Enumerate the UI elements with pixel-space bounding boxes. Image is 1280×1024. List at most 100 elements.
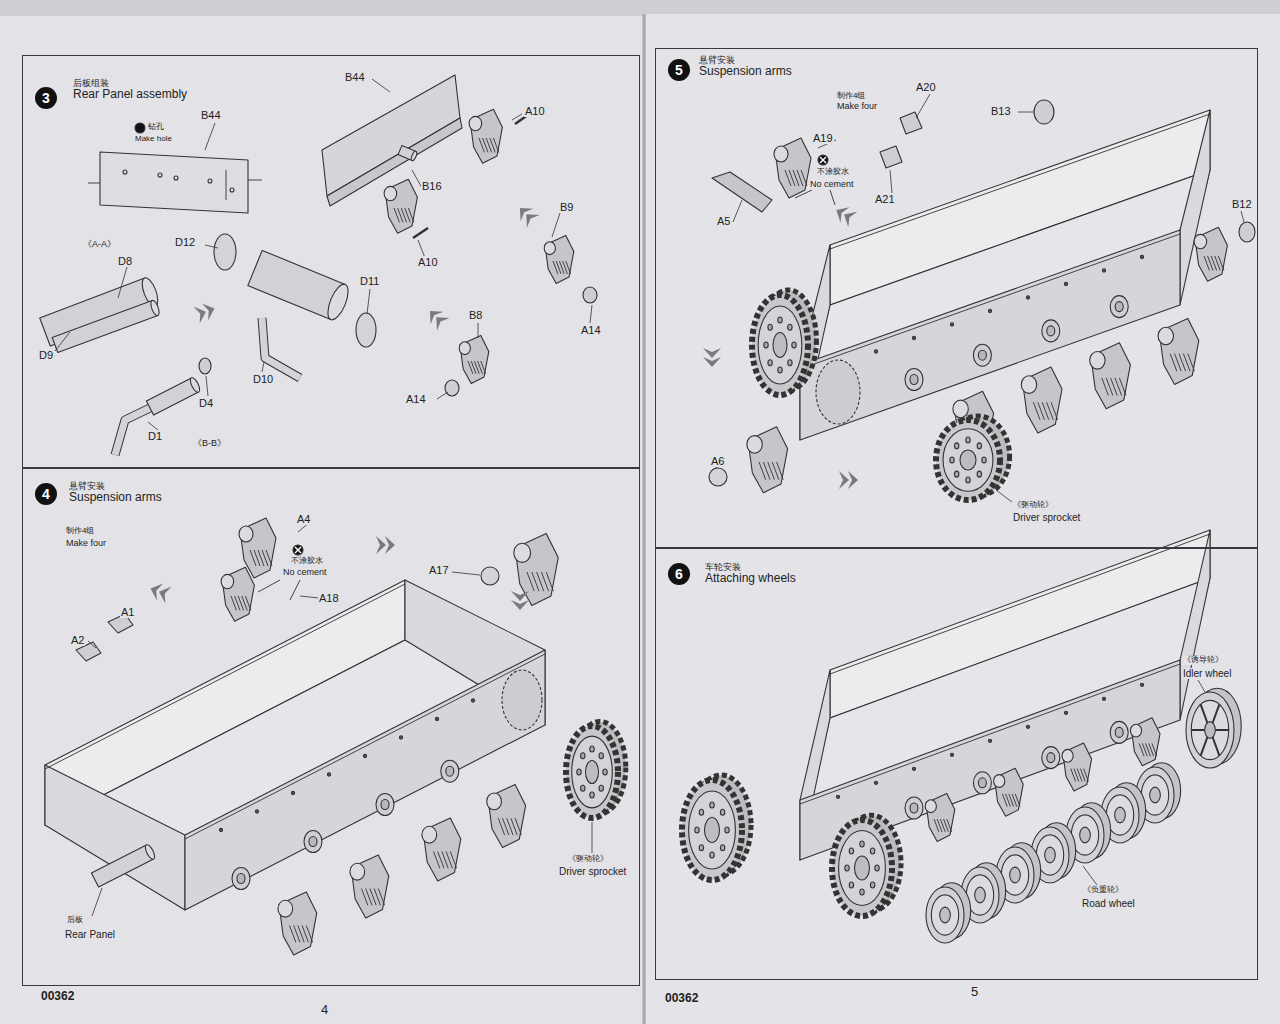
note-text: 《负重轮》 bbox=[1082, 886, 1124, 895]
arm-pivot bbox=[544, 242, 555, 255]
sprocket-hole bbox=[710, 852, 714, 858]
arm-pivot bbox=[384, 186, 397, 200]
hull-rivet bbox=[874, 781, 877, 784]
hull-rivet bbox=[950, 753, 953, 756]
sprocket-ring bbox=[839, 831, 886, 906]
sprocket-hub bbox=[586, 761, 599, 784]
direction-arrow bbox=[839, 471, 858, 489]
wheel-hub bbox=[1080, 827, 1091, 843]
arm-pivot bbox=[953, 400, 968, 418]
note-text: 制作4组 bbox=[65, 527, 95, 536]
sprocket-ring bbox=[689, 791, 736, 869]
note-text: Idler wheel bbox=[1182, 668, 1232, 679]
leader-line bbox=[437, 392, 448, 399]
arm-spring bbox=[1015, 794, 1020, 807]
arm-pivot bbox=[925, 800, 936, 813]
arm-pivot bbox=[350, 863, 365, 880]
step-number: 4 bbox=[35, 483, 57, 505]
suspension-arm bbox=[1195, 227, 1227, 281]
sprocket-hole bbox=[788, 324, 792, 330]
page-footer: 00362 bbox=[664, 992, 699, 1005]
arm-spring bbox=[777, 462, 784, 480]
exhaust-guard-inner bbox=[52, 301, 158, 353]
suspension-arm bbox=[222, 567, 254, 621]
axle-hub bbox=[905, 369, 923, 391]
arm-spring bbox=[1051, 402, 1058, 420]
leader-line bbox=[1241, 211, 1244, 222]
axle-hub bbox=[973, 772, 991, 794]
leader-line bbox=[1083, 866, 1097, 885]
sprocket-hole bbox=[860, 841, 864, 847]
sprocket-hole bbox=[849, 848, 853, 854]
suspension-arm bbox=[1063, 743, 1092, 791]
cement-pointer bbox=[258, 580, 280, 592]
hull-rivet bbox=[950, 323, 953, 326]
exhaust-pipe bbox=[262, 318, 300, 378]
page-fold bbox=[643, 14, 646, 1024]
sprocket-hole bbox=[699, 845, 703, 851]
small-part bbox=[880, 146, 902, 168]
plate-hole bbox=[208, 179, 212, 183]
suspension-arm bbox=[470, 109, 502, 163]
arm-pivot bbox=[469, 116, 482, 130]
part-number: A20 bbox=[915, 81, 937, 93]
idler-rim bbox=[1191, 700, 1228, 759]
sprocket-hole bbox=[860, 889, 864, 895]
note-text: 钻孔 bbox=[147, 123, 165, 132]
leader-line bbox=[148, 422, 158, 430]
sprocket-hole bbox=[966, 437, 970, 443]
arm-spring bbox=[566, 261, 571, 274]
direction-arrow bbox=[514, 202, 540, 228]
part-number: A14 bbox=[580, 324, 602, 336]
road-wheel bbox=[926, 887, 964, 943]
illustration bbox=[40, 75, 1255, 955]
arm-pivot bbox=[459, 342, 470, 355]
part-number: A4 bbox=[296, 513, 311, 525]
no-cement-icon bbox=[818, 155, 828, 165]
exhaust-pipe bbox=[262, 318, 300, 378]
idler-wheel bbox=[1186, 692, 1234, 768]
pin bbox=[413, 228, 428, 238]
step-number-text: 6 bbox=[675, 567, 683, 581]
arm-pivot bbox=[1130, 724, 1141, 737]
sprocket-hole bbox=[581, 785, 585, 791]
rear-exhaust-end bbox=[144, 843, 157, 860]
pipe-cap bbox=[199, 358, 211, 374]
sprocket bbox=[936, 420, 1000, 500]
leader-line bbox=[88, 641, 96, 648]
arm-spring bbox=[801, 170, 807, 186]
part-number: B13 bbox=[990, 105, 1012, 117]
suspension-arm bbox=[994, 768, 1023, 816]
axle-hole bbox=[978, 778, 986, 788]
note-text: No cement bbox=[282, 568, 328, 578]
small-part bbox=[900, 112, 922, 134]
heading-zh: 悬臂安装 bbox=[69, 481, 162, 491]
sprocket-hole bbox=[778, 367, 782, 373]
part-number: A2 bbox=[70, 634, 85, 646]
leader-line bbox=[1018, 112, 1034, 113]
sprocket-hole bbox=[875, 865, 879, 871]
leader-line bbox=[590, 305, 592, 323]
hull-rivet bbox=[435, 717, 438, 720]
hull-rim bbox=[830, 114, 1210, 249]
axle-hole bbox=[237, 874, 245, 884]
arm-pivot bbox=[1021, 376, 1036, 394]
arm-spring bbox=[378, 889, 384, 906]
part-number: D12 bbox=[174, 236, 196, 248]
hull-side-wall bbox=[185, 650, 545, 910]
part-number: B9 bbox=[559, 201, 574, 213]
direction-arrow bbox=[703, 348, 721, 367]
arm-pivot bbox=[487, 793, 502, 810]
arm-pivot bbox=[514, 543, 531, 562]
heading-en: Suspension arms bbox=[69, 491, 162, 505]
part-number: B8 bbox=[468, 309, 483, 321]
axle-hole bbox=[910, 375, 918, 385]
part-number: D4 bbox=[198, 397, 214, 409]
note-text: 《诱导轮》 bbox=[1182, 656, 1224, 665]
heading-en: Rear Panel assembly bbox=[73, 88, 187, 102]
note-text: Driver sprocket bbox=[558, 866, 627, 877]
axle-hole bbox=[446, 766, 454, 776]
direction-arrow bbox=[511, 591, 529, 610]
